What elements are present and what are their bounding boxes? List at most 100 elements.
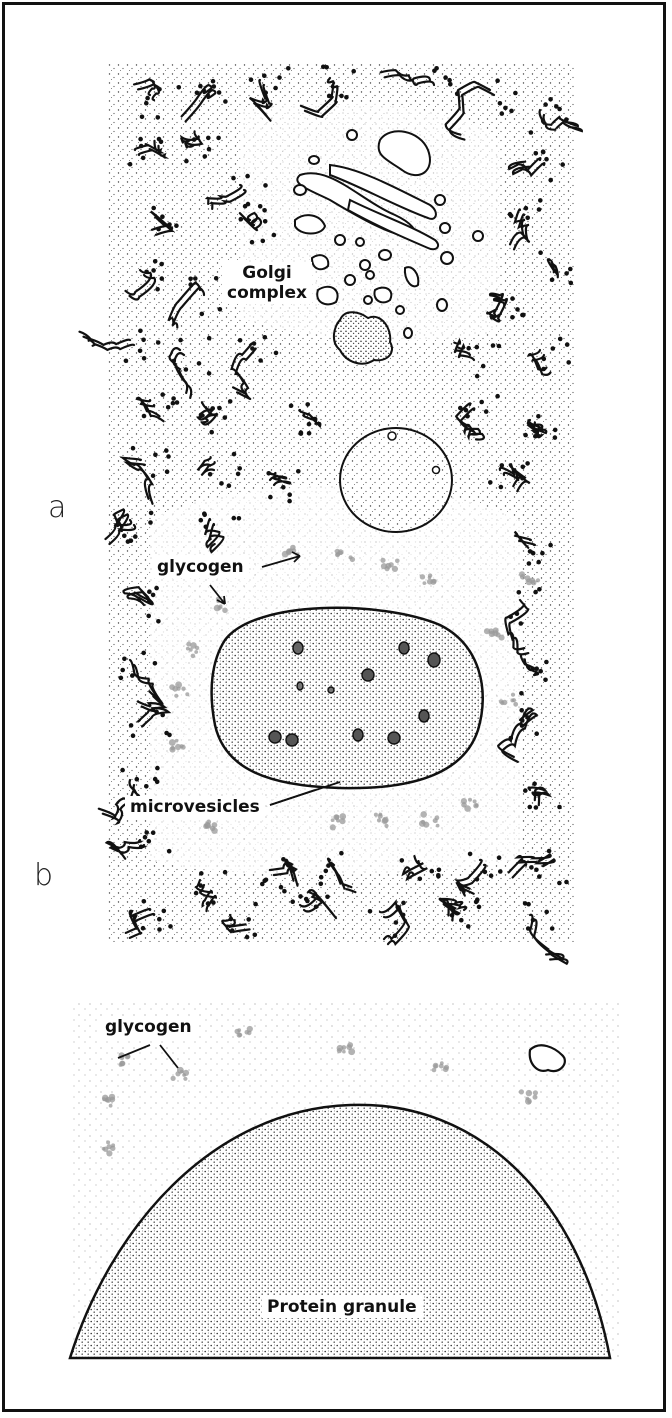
glycogen-particle — [340, 813, 347, 820]
ribosome — [160, 214, 165, 219]
ribosome — [535, 792, 540, 797]
ribosome — [500, 111, 505, 116]
glycogen-particle — [102, 1147, 106, 1151]
glycogen-particle — [513, 702, 518, 707]
ribosome — [203, 154, 208, 159]
ribosome — [544, 660, 549, 665]
ribosome — [517, 590, 522, 595]
ribosome — [263, 219, 268, 224]
ribosome — [524, 206, 529, 211]
ribosome — [212, 84, 217, 89]
ribosome — [227, 483, 232, 488]
ribosome — [171, 396, 176, 401]
ribosome — [548, 178, 553, 183]
ribosome — [286, 66, 291, 71]
ribosome — [279, 885, 284, 890]
glycogen-particle — [102, 1097, 106, 1101]
glycogen-particle — [489, 631, 495, 637]
ribosome — [479, 400, 484, 405]
ribosome — [526, 902, 531, 907]
ribosome — [249, 77, 254, 82]
ribosome — [164, 731, 169, 736]
glycogen-particle — [392, 566, 398, 572]
ribosome — [526, 665, 531, 670]
ribosome — [204, 525, 209, 530]
ribosome — [144, 270, 149, 275]
ribosome — [164, 448, 169, 453]
ribosome — [281, 857, 286, 862]
ribosome — [178, 338, 183, 343]
ribosome — [156, 340, 161, 345]
ribosome — [210, 406, 215, 411]
glycogen-particle — [374, 813, 378, 817]
glycogen-particle — [346, 1044, 352, 1050]
glycogen-particle — [342, 1050, 346, 1054]
glycogen-particle — [526, 1090, 532, 1096]
ribosome — [489, 873, 494, 878]
ribosome — [465, 414, 470, 419]
ribosome — [526, 926, 531, 931]
ribosome — [273, 86, 278, 91]
panel-letter-b: b — [34, 858, 53, 893]
ribosome — [568, 267, 573, 272]
glycogen-particle — [380, 558, 385, 563]
ribosome — [298, 894, 303, 899]
ribosome — [569, 281, 574, 286]
glycogen-particle — [330, 824, 336, 830]
ribosome — [188, 277, 193, 282]
ribosome — [534, 731, 539, 736]
ribosome — [141, 156, 146, 161]
ribosome — [167, 222, 172, 227]
ribosome — [325, 895, 330, 900]
protein-granule-label: Protein granule — [262, 1296, 422, 1318]
ribosome — [543, 678, 548, 683]
ribosome — [287, 492, 292, 497]
glycogen-particle — [169, 739, 176, 746]
ribosome — [509, 214, 514, 219]
ribosome — [521, 465, 526, 470]
glycogen-particle — [533, 1095, 538, 1100]
ribosome — [160, 713, 165, 718]
ribosome — [519, 691, 524, 696]
ribosome — [307, 431, 312, 436]
ribosome — [165, 469, 170, 474]
ribosome — [401, 913, 406, 918]
ribosome — [536, 414, 541, 419]
glycogen-particle — [175, 1071, 180, 1076]
ribosome — [214, 276, 219, 281]
panel-letter-a: a — [48, 490, 66, 525]
ribosome — [206, 136, 211, 141]
glycogen-particle — [519, 1089, 524, 1094]
ribosome — [289, 403, 294, 408]
ribosome — [188, 282, 193, 287]
ribosome — [560, 162, 565, 167]
ribosome — [166, 405, 171, 410]
ribosome — [151, 268, 156, 273]
ribosome — [195, 91, 200, 96]
ribosome — [266, 471, 271, 476]
ribosome — [211, 79, 216, 84]
ribosome — [537, 874, 542, 879]
ribosome — [488, 480, 493, 485]
ribosome — [540, 551, 545, 556]
ribosome — [395, 905, 400, 910]
glycogen-particle — [185, 692, 189, 696]
ribosome — [532, 782, 537, 787]
ribosome — [519, 708, 524, 713]
ribosome — [282, 889, 287, 894]
ribosome — [542, 357, 547, 362]
ribosome — [145, 96, 150, 101]
glycogen-particle — [436, 824, 440, 828]
ribosome — [503, 106, 508, 111]
ribosome — [216, 136, 221, 141]
ribosome — [557, 805, 562, 810]
glycogen-particle — [473, 803, 478, 808]
glycogen-particle — [525, 1098, 532, 1105]
ribosome — [557, 107, 562, 112]
ribosome — [135, 777, 140, 782]
ribosome — [131, 446, 136, 451]
ribosome — [167, 849, 172, 854]
ribosome — [141, 338, 146, 343]
ribosome — [527, 421, 532, 426]
